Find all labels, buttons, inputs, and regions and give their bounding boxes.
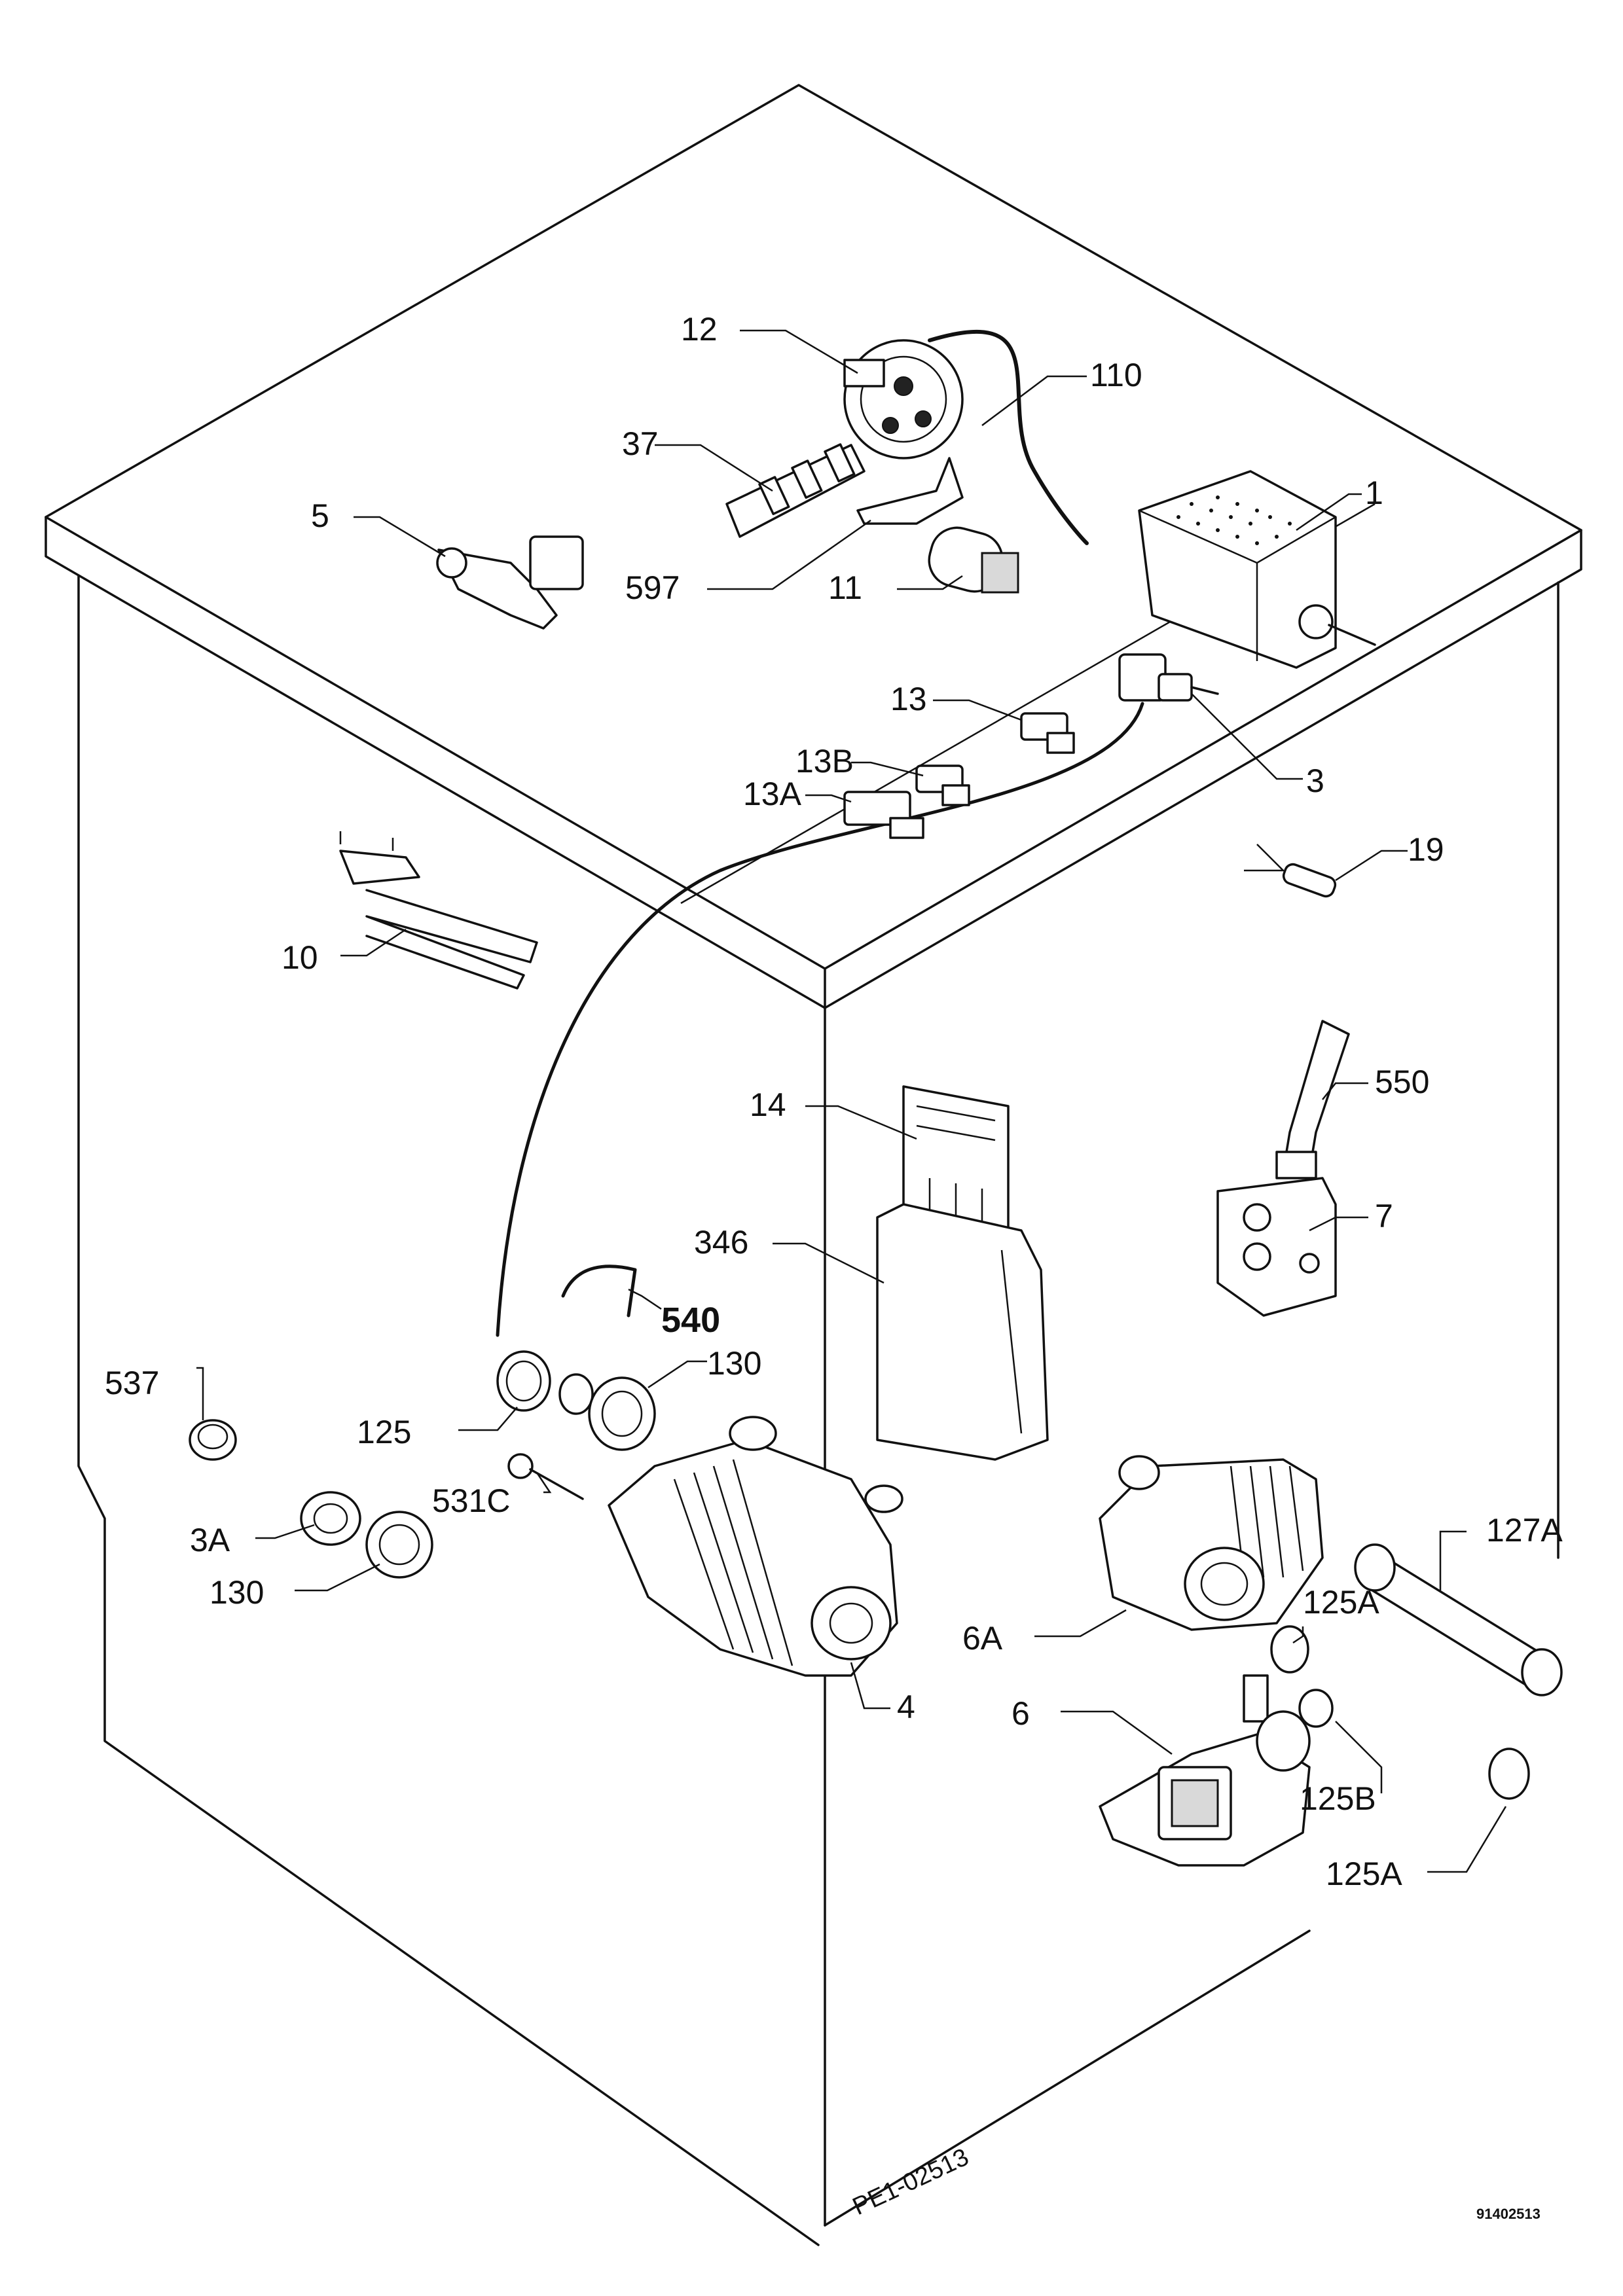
label-130-top: 130 xyxy=(707,1345,761,1382)
switch-part-3 xyxy=(496,653,1219,1337)
label-7: 7 xyxy=(1375,1198,1393,1234)
heating-element-part-10 xyxy=(339,831,538,990)
inlet-valve-part-5 xyxy=(436,535,584,630)
drain-pump-part-6 xyxy=(1099,1674,1311,1867)
leader-lines xyxy=(196,329,1507,1873)
drawing-code: PE1-02513 xyxy=(848,2144,973,2221)
label-110: 110 xyxy=(1090,357,1142,393)
reference-number: 91402513 xyxy=(1476,2206,1541,2222)
label-12: 12 xyxy=(681,311,718,348)
label-13a: 13A xyxy=(743,776,802,812)
label-19: 19 xyxy=(1408,831,1444,868)
label-3a: 3A xyxy=(190,1522,230,1558)
label-11: 11 xyxy=(828,569,862,606)
timer-part-1 xyxy=(1138,470,1376,669)
label-540: 540 xyxy=(661,1300,720,1340)
label-10: 10 xyxy=(282,939,318,976)
label-125: 125 xyxy=(357,1414,411,1450)
plug-part-537 xyxy=(189,1419,237,1461)
label-6a: 6A xyxy=(962,1620,1003,1657)
label-125a-top: 125A xyxy=(1303,1584,1379,1621)
terminal-block-part-37 xyxy=(725,443,866,538)
label-3: 3 xyxy=(1306,762,1324,799)
probe-part-19 xyxy=(1244,844,1337,898)
hose-part-110 xyxy=(928,330,1089,545)
label-597: 597 xyxy=(625,569,680,606)
bellows-part-125 xyxy=(496,1350,594,1415)
part-labels: 12 110 37 1 5 597 11 13 13B 3 13A 19 10 … xyxy=(105,311,1563,1892)
ring-part-125b xyxy=(1298,1689,1334,1728)
sump-housing-part-4 xyxy=(608,1416,903,1677)
label-125b: 125B xyxy=(1300,1780,1376,1817)
label-13: 13 xyxy=(890,681,927,717)
screw-part-531c xyxy=(507,1453,584,1500)
label-550: 550 xyxy=(1375,1064,1429,1100)
label-5: 5 xyxy=(311,497,329,534)
pump-motor-part-6a xyxy=(1099,1455,1324,1631)
suppressor-part-13b xyxy=(915,764,970,806)
label-127a: 127A xyxy=(1486,1512,1563,1549)
lever-part-550 xyxy=(1282,1020,1350,1173)
label-537: 537 xyxy=(105,1365,159,1401)
seal-part-130-bottom xyxy=(365,1511,433,1579)
label-13b: 13B xyxy=(795,743,854,780)
suppressor-part-13a xyxy=(843,791,924,839)
label-4: 4 xyxy=(897,1689,915,1725)
pressure-switch-part-12 xyxy=(843,339,964,459)
label-1: 1 xyxy=(1365,475,1383,511)
label-14: 14 xyxy=(750,1086,786,1123)
hose-part-127a xyxy=(1354,1543,1563,1696)
cabinet-outline xyxy=(45,84,1582,2246)
seal-part-130-top xyxy=(588,1376,656,1451)
label-37: 37 xyxy=(622,425,659,462)
bracket-part-597 xyxy=(856,457,964,525)
clip-part-540 xyxy=(561,1265,637,1318)
dispenser-box-part-346 xyxy=(876,1203,1049,1461)
ring-part-125a-bottom xyxy=(1488,1748,1530,1800)
label-346: 346 xyxy=(694,1224,748,1261)
pressure-chamber-part-3a xyxy=(300,1491,361,1546)
timer-dots xyxy=(1176,495,1292,545)
label-531c: 531C xyxy=(432,1482,511,1519)
label-6: 6 xyxy=(1012,1695,1030,1732)
door-lock-part-7 xyxy=(1216,1151,1337,1317)
label-125a-bottom: 125A xyxy=(1326,1856,1402,1892)
capacitor-part-11 xyxy=(928,526,1019,594)
suppressor-part-13 xyxy=(1020,712,1075,754)
label-130-bottom: 130 xyxy=(210,1574,264,1611)
